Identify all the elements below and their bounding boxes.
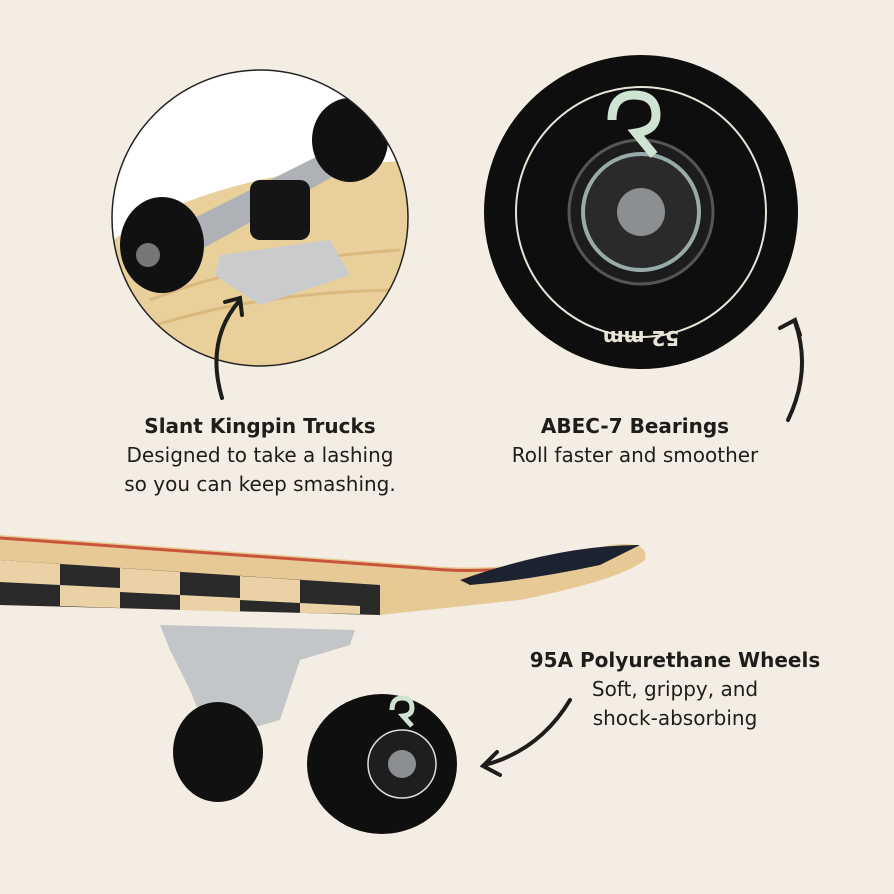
feature-desc: Soft, grippy, and (591, 677, 759, 701)
feature-desc: so you can keep smashing. (124, 472, 396, 496)
feature-title: ABEC-7 Bearings (540, 414, 730, 438)
feature-wheels: 95A Polyurethane Wheels Soft, grippy, an… (500, 646, 850, 733)
arrow-icon (214, 295, 244, 400)
truck-closeup-image (111, 69, 409, 367)
wheel-size-label: 52 mm (603, 326, 679, 350)
feature-title: Slant Kingpin Trucks (144, 414, 376, 438)
feature-desc: shock-absorbing (592, 706, 758, 730)
brand-logo-icon (607, 90, 661, 158)
skateboard-image (0, 535, 646, 834)
feature-desc: Roll faster and smoother (511, 443, 759, 467)
feature-bearings: ABEC-7 Bearings Roll faster and smoother (480, 412, 790, 470)
arrow-icon (479, 698, 572, 777)
feature-trucks: Slant Kingpin Trucks Designed to take a … (105, 412, 415, 499)
feature-desc: Designed to take a lashing (126, 443, 394, 467)
arrow-icon (778, 317, 804, 422)
bearing-wheel-image: 52 mm (484, 55, 798, 369)
feature-title: 95A Polyurethane Wheels (529, 648, 821, 672)
